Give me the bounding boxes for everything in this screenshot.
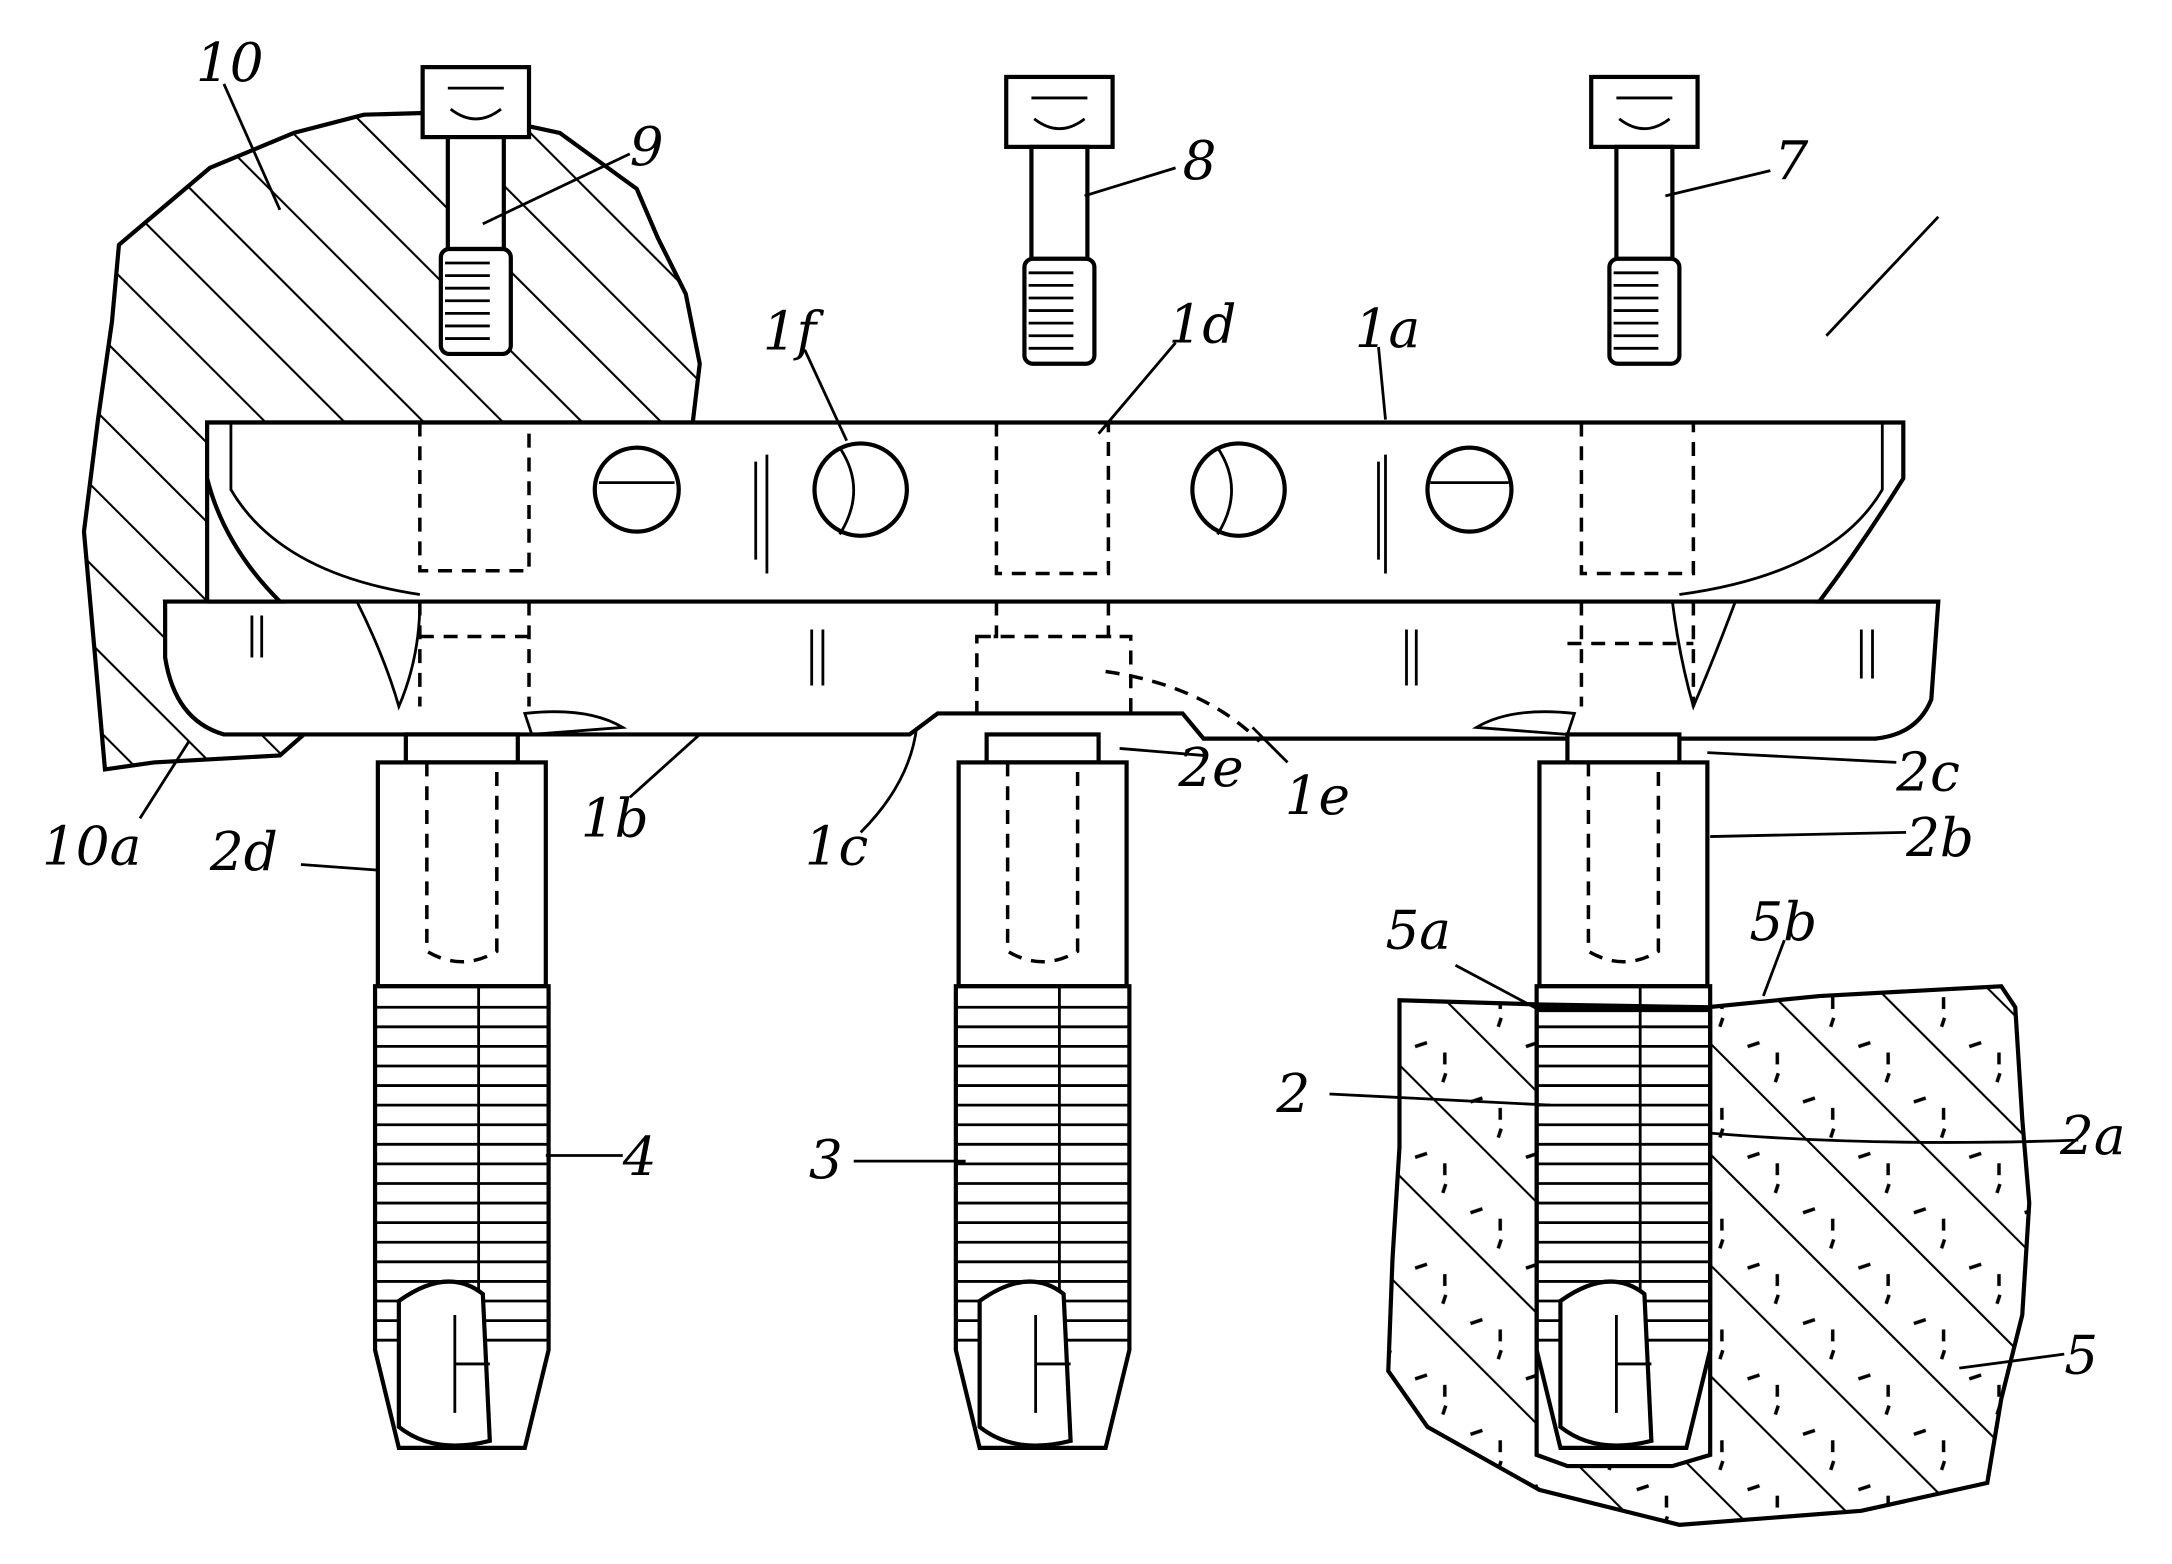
label-2a: 2a: [2059, 1105, 2126, 1167]
label-7: 7: [1775, 130, 1809, 192]
label-1c: 1c: [805, 816, 869, 878]
label-4: 4: [622, 1126, 657, 1188]
label-9: 9: [630, 116, 664, 178]
label-5a: 5a: [1385, 899, 1451, 961]
reference-labels: 10 9 8 7 1f 1d 1a 10a 2d 1b 1c 2e 1e 2c …: [42, 32, 2126, 1387]
label-10a: 10a: [42, 816, 141, 878]
bar-1: [163, 420, 1941, 743]
label-3: 3: [809, 1129, 843, 1191]
label-2c: 2c: [1895, 741, 1960, 803]
screw-8: [1004, 74, 1115, 366]
label-1a: 1a: [1355, 298, 1421, 360]
label-5b: 5b: [1749, 891, 1817, 953]
label-8: 8: [1183, 130, 1217, 192]
label-2e: 2e: [1177, 737, 1243, 799]
label-2b: 2b: [1905, 807, 1974, 869]
screw-9: [420, 65, 532, 357]
label-1b: 1b: [581, 788, 649, 850]
implant-4: [372, 732, 551, 1450]
screw-7: [1589, 74, 1700, 366]
label-1d: 1d: [1169, 294, 1237, 356]
label-2: 2: [1275, 1063, 1310, 1125]
label-2d: 2d: [209, 821, 278, 883]
label-10: 10: [196, 32, 264, 94]
label-5: 5: [2064, 1325, 2098, 1387]
label-1e: 1e: [1285, 765, 1350, 827]
bone-block-5: [1386, 984, 2032, 1527]
leader-lines: [138, 83, 2079, 1370]
implant-3: [953, 732, 1132, 1450]
implant-2: [1534, 732, 1713, 1450]
label-1f: 1f: [763, 301, 825, 363]
